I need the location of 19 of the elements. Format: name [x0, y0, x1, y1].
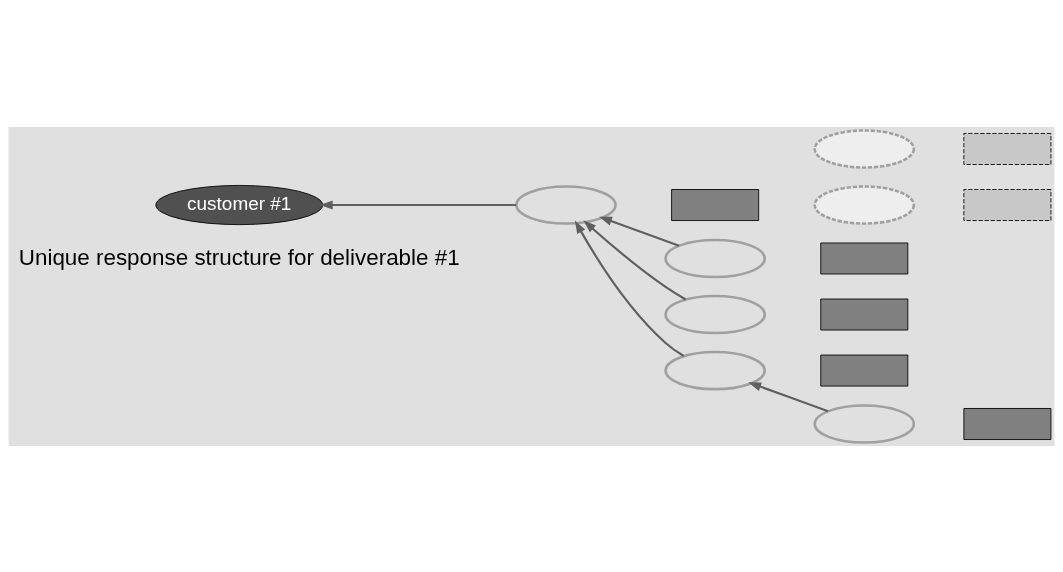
node-ellipse: [813, 403, 916, 444]
label: Unique response structure for deliverable #1: [18, 244, 460, 270]
node-box: [963, 407, 1052, 440]
arrow: [574, 219, 685, 357]
node-box: [963, 132, 1052, 165]
node-ellipse: [664, 238, 766, 278]
node-box: [671, 188, 760, 221]
node-box: [820, 354, 909, 386]
node-ellipse: [813, 128, 916, 169]
arrow: [319, 200, 517, 210]
arrow: [583, 219, 687, 300]
node-ellipse: [813, 184, 916, 225]
node-box: [963, 188, 1052, 221]
node-ellipse: customer #1: [155, 184, 324, 225]
node-box: [820, 298, 909, 330]
arrow: [748, 381, 829, 412]
node-ellipse: [664, 294, 766, 334]
arrow: [599, 216, 680, 247]
node-box: [820, 242, 909, 274]
